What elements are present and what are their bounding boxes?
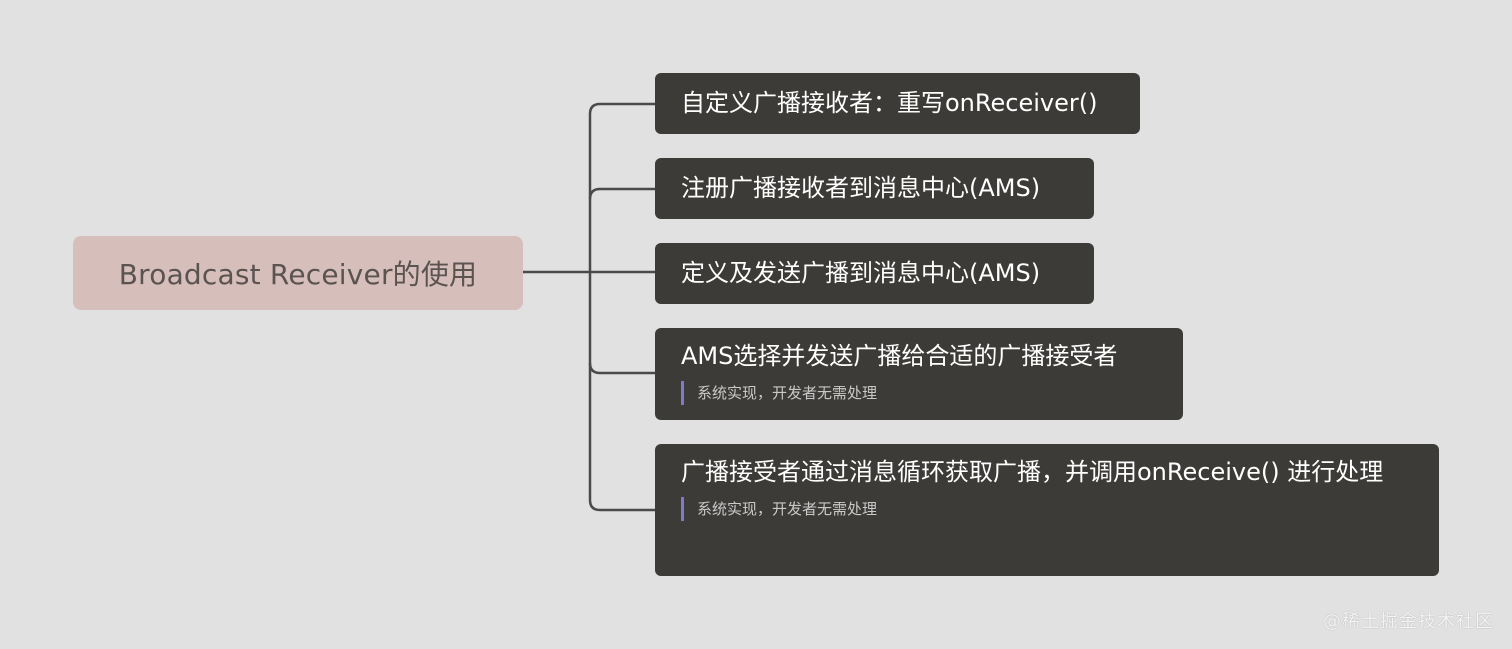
branch-node-register-receiver[interactable]: 注册广播接收者到消息中心(AMS) (655, 158, 1094, 219)
branch-node-receive-handle[interactable]: 广播接受者通过消息循环获取广播，并调用onReceive() 进行处理 系统实现… (655, 444, 1439, 576)
branch-node-send-broadcast[interactable]: 定义及发送广播到消息中心(AMS) (655, 243, 1094, 304)
branch-note: 系统实现，开发者无需处理 (681, 497, 1413, 521)
connector-branch-1 (588, 102, 655, 115)
connector-branch-4 (588, 362, 655, 375)
branch-label: AMS选择并发送广播给合适的广播接受者 (681, 342, 1118, 370)
branch-label: 定义及发送广播到消息中心(AMS) (681, 259, 1041, 287)
connector-branch-2 (588, 187, 655, 200)
branch-label: 注册广播接收者到消息中心(AMS) (681, 174, 1041, 202)
root-topic-label: Broadcast Receiver的使用 (118, 258, 478, 291)
branch-node-custom-receiver[interactable]: 自定义广播接收者：重写onReceiver() (655, 73, 1140, 134)
branch-node-ams-dispatch[interactable]: AMS选择并发送广播给合适的广播接受者 系统实现，开发者无需处理 (655, 328, 1183, 420)
root-topic-node[interactable]: Broadcast Receiver的使用 (73, 236, 523, 310)
watermark: @稀土掘金技术社区 (1323, 611, 1494, 632)
branch-label: 自定义广播接收者：重写onReceiver() (681, 89, 1098, 117)
connector-branch-5 (588, 499, 655, 512)
branch-note: 系统实现，开发者无需处理 (681, 381, 1157, 405)
branch-label: 广播接受者通过消息循环获取广播，并调用onReceive() 进行处理 (681, 458, 1384, 486)
